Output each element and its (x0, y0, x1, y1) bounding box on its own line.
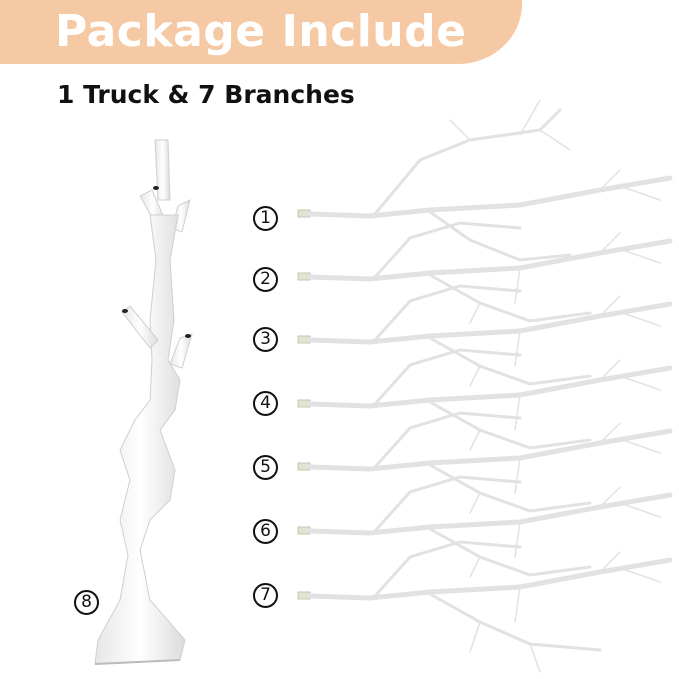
title-banner: Package Include (0, 0, 522, 64)
trunk-number: 8 (74, 590, 99, 615)
branch-3-number: 3 (253, 327, 278, 352)
page-title: Package Include (55, 6, 467, 57)
branch-2-number: 2 (253, 267, 278, 292)
branch-5-number: 5 (253, 455, 278, 480)
branch-4-number: 4 (253, 391, 278, 416)
branch-7-number: 7 (253, 583, 278, 608)
branch-6-number: 6 (253, 519, 278, 544)
package-subtitle: 1 Truck & 7 Branches (57, 80, 355, 109)
branch-1-number: 1 (253, 206, 278, 231)
